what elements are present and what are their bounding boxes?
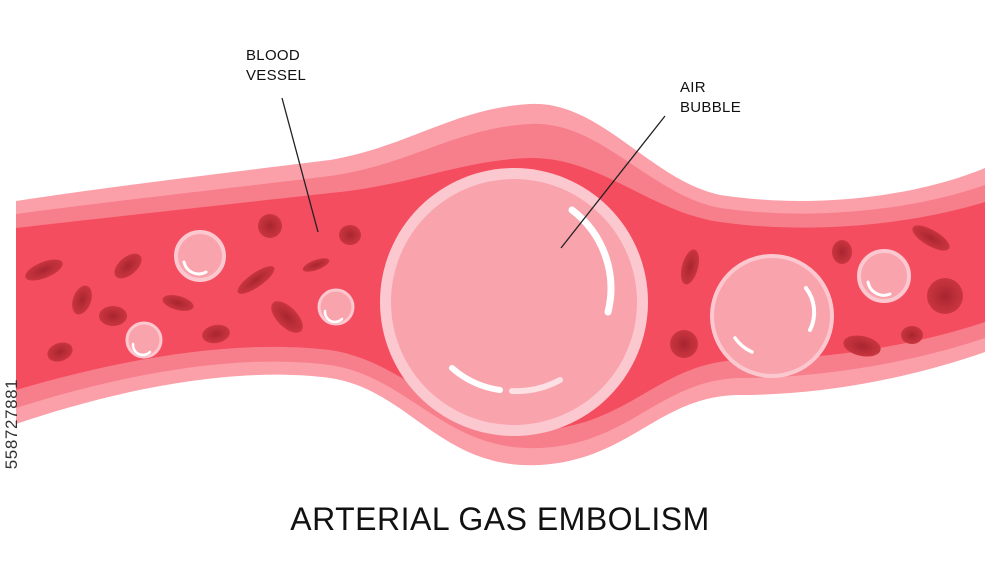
small-bubble [125,321,163,359]
blood-cell [339,225,361,245]
air-bubble-label: AIR BUBBLE [680,78,741,118]
air-bubble-label-line2: BUBBLE [680,99,741,116]
blood-cell [202,324,230,344]
blood-cell [927,278,963,314]
stock-id-text: 558727881 [2,378,21,470]
small-bubble [857,249,911,303]
blood-cell [832,240,852,264]
small-air-bubbles [125,230,911,378]
blood-cell [99,306,127,326]
small-bubble [317,288,355,326]
blood-cell [670,330,698,358]
blood-cell [912,225,950,251]
blood-cell [901,326,923,344]
blood-cell [114,253,142,279]
blood-cell [25,259,63,281]
blood-cell [47,342,73,362]
bubble-highlight [568,206,615,316]
bubble-highlight [509,377,563,395]
blood-cells [25,214,963,362]
vessel-leader-line [281,97,319,233]
bubble-leader-line [560,115,666,249]
blood-cell [258,214,282,238]
blood-cell [162,295,194,311]
blood-cell [72,285,92,315]
blood-cell [302,258,330,272]
blood-vessel-label-line1: BLOOD [246,47,301,64]
medium-bubble [710,254,834,378]
small-bubble [174,230,226,282]
bubble-highlight [449,365,503,393]
large-air-bubble [380,168,648,436]
blood-cell [271,301,303,333]
blood-cell [237,266,275,294]
blood-cell [843,335,881,357]
blood-cell [680,249,700,285]
blood-vessel-label-line2: VESSEL [246,67,307,84]
blood-vessel-label: BLOOD VESSEL [246,46,306,86]
stock-id-watermark: 558727881 [2,346,22,502]
diagram-title: ARTERIAL GAS EMBOLISM [290,501,710,537]
air-bubble-label-line1: AIR [680,79,706,96]
